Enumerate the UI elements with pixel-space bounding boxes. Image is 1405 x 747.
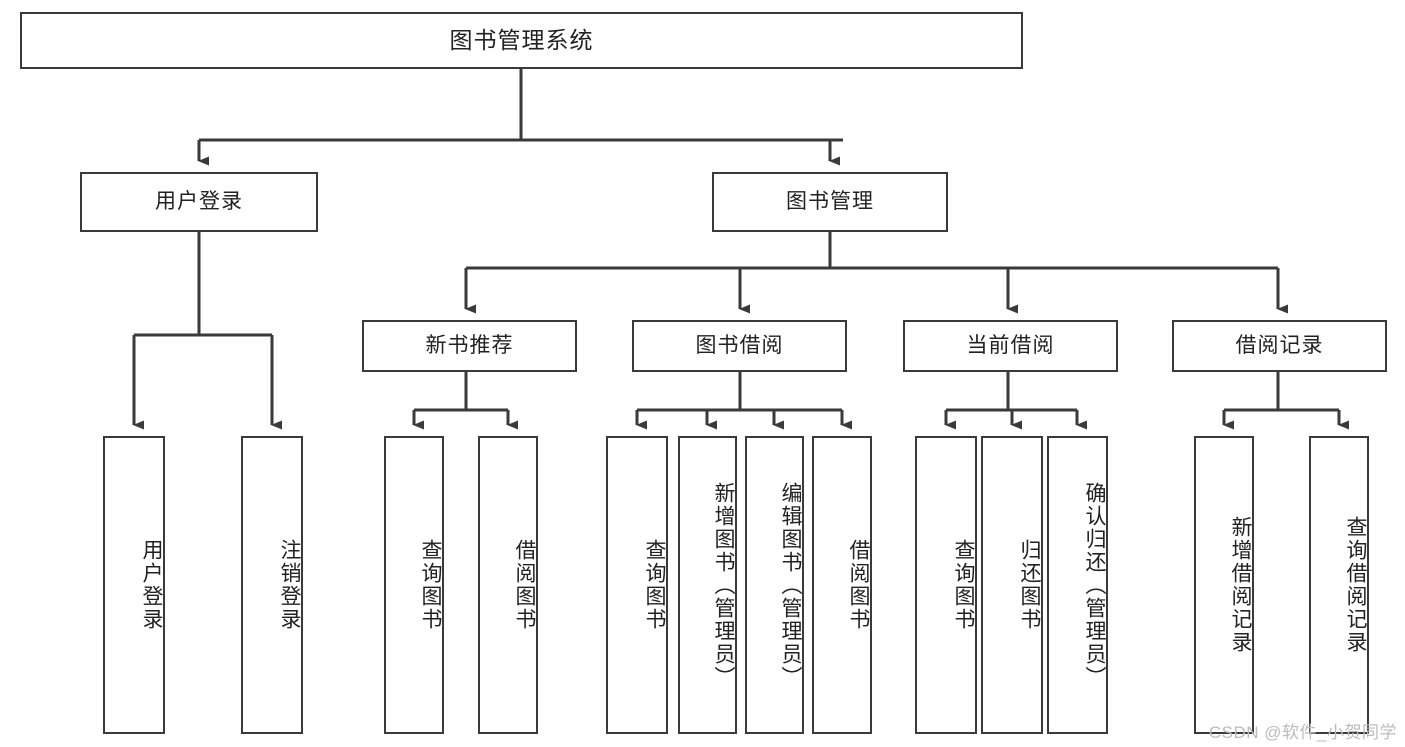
node-current-borrow[interactable]: 当前借阅 bbox=[903, 320, 1118, 372]
node-label: 图书借阅 bbox=[695, 333, 784, 357]
node-new-book-rec[interactable]: 新书推荐 bbox=[362, 320, 577, 372]
node-label: 查询图书 bbox=[419, 539, 442, 631]
leaf-query-book-3[interactable]: 查询图书 bbox=[915, 436, 977, 734]
leaf-confirm-return[interactable]: 确认归还（管理员） bbox=[1047, 436, 1108, 734]
node-book-manage[interactable]: 图书管理 bbox=[712, 172, 948, 232]
node-label: 新增图书（管理员） bbox=[712, 481, 735, 689]
node-label: 新书推荐 bbox=[425, 333, 514, 357]
node-label: 借阅记录 bbox=[1235, 333, 1324, 357]
leaf-query-record[interactable]: 查询借阅记录 bbox=[1309, 436, 1369, 734]
node-label: 借阅图书 bbox=[513, 539, 536, 631]
leaf-logout[interactable]: 注销登录 bbox=[241, 436, 303, 734]
leaf-query-book-1[interactable]: 查询图书 bbox=[384, 436, 444, 734]
node-label: 注销登录 bbox=[278, 539, 301, 631]
node-label: 用户登录 bbox=[155, 189, 243, 213]
node-label: 图书管理系统 bbox=[449, 27, 594, 54]
leaf-return-book[interactable]: 归还图书 bbox=[981, 436, 1043, 734]
node-label: 新增借阅记录 bbox=[1229, 516, 1252, 654]
leaf-add-record[interactable]: 新增借阅记录 bbox=[1194, 436, 1254, 734]
watermark: CSDN @软件_小贺同学 bbox=[1208, 723, 1397, 742]
node-borrow-record[interactable]: 借阅记录 bbox=[1172, 320, 1387, 372]
node-root-system[interactable]: 图书管理系统 bbox=[20, 12, 1023, 69]
leaf-edit-book[interactable]: 编辑图书（管理员） bbox=[745, 436, 804, 734]
node-label: 借阅图书 bbox=[847, 539, 870, 631]
leaf-query-book-2[interactable]: 查询图书 bbox=[606, 436, 668, 734]
leaf-borrow-book-2[interactable]: 借阅图书 bbox=[812, 436, 872, 734]
node-label: 编辑图书（管理员） bbox=[779, 481, 802, 689]
node-book-borrow[interactable]: 图书借阅 bbox=[632, 320, 847, 372]
node-label: 图书管理 bbox=[786, 189, 874, 213]
node-label: 查询图书 bbox=[643, 539, 666, 631]
node-label: 确认归还（管理员） bbox=[1083, 481, 1106, 689]
node-user-login[interactable]: 用户登录 bbox=[80, 172, 318, 232]
node-label: 查询借阅记录 bbox=[1344, 516, 1367, 654]
node-label: 查询图书 bbox=[952, 539, 975, 631]
leaf-borrow-book-1[interactable]: 借阅图书 bbox=[478, 436, 538, 734]
node-label: 归还图书 bbox=[1018, 539, 1041, 631]
leaf-user-login[interactable]: 用户登录 bbox=[103, 436, 165, 734]
leaf-add-book[interactable]: 新增图书（管理员） bbox=[678, 436, 737, 734]
node-label: 当前借阅 bbox=[966, 333, 1055, 357]
node-label: 用户登录 bbox=[140, 539, 163, 631]
